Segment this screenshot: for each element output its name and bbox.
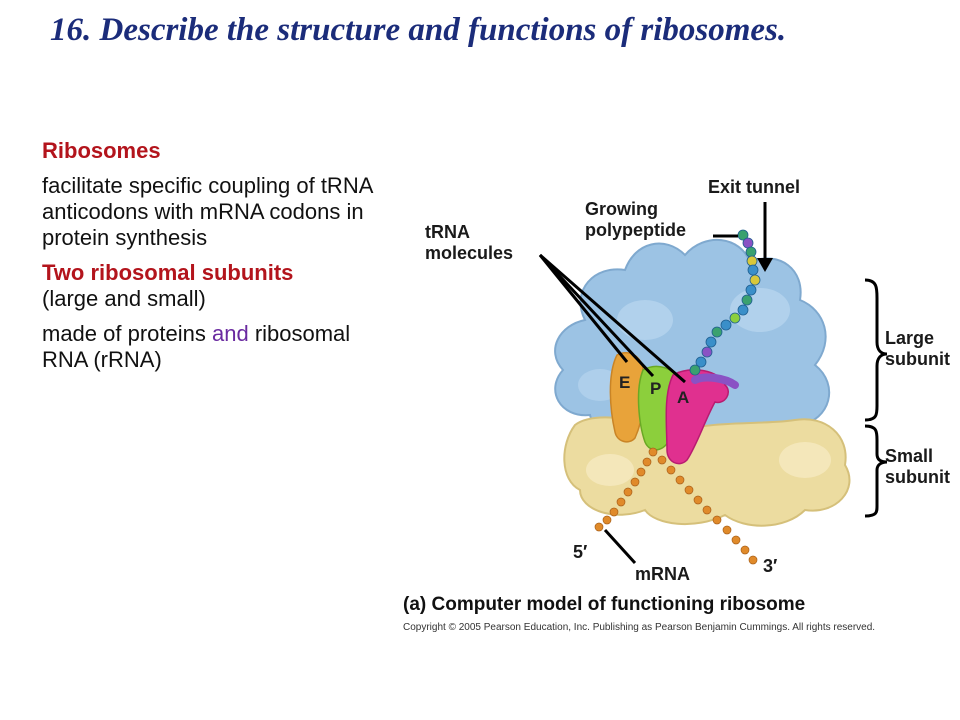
exit-tunnel-label: Exit tunnel — [708, 177, 801, 197]
bullet-composition: made of proteins and ribosomal RNA (rRNA… — [42, 321, 392, 373]
subunits-detail: (large and small) — [42, 286, 206, 311]
composition-text-2: ribosomal RNA (rRNA) — [42, 321, 351, 372]
bullet-function: facilitate specific coupling of tRNA ant… — [42, 173, 373, 250]
subunits-heading: Two ribosomal subunits — [42, 260, 294, 285]
bullet-list: Ribosomes facilitate specific coupling o… — [42, 138, 392, 382]
slide-title: 16. Describe the structure and functions… — [50, 12, 787, 48]
site-p-label: P — [650, 379, 662, 398]
ribosome-model-illustration — [538, 202, 888, 565]
polypeptide-chain — [689, 229, 761, 376]
figure-caption: (a) Computer model of functioning riboso… — [403, 594, 806, 615]
bullet-subunits: Two ribosomal subunits (large and small) — [42, 260, 392, 312]
copyright-notice: Copyright © 2005 Pearson Education, Inc.… — [403, 622, 876, 633]
three-prime-label: 3′ — [763, 556, 778, 576]
bullet-ribosomes: Ribosomes — [42, 138, 161, 163]
composition-text-1: made of proteins — [42, 321, 212, 346]
mrna-strand — [594, 447, 758, 565]
site-e-label: E — [619, 373, 631, 392]
five-prime-label: 5′ — [573, 542, 588, 562]
site-a-label: A — [677, 388, 690, 407]
composition-and: and — [211, 321, 249, 346]
mrna-label: mRNA — [635, 564, 691, 584]
